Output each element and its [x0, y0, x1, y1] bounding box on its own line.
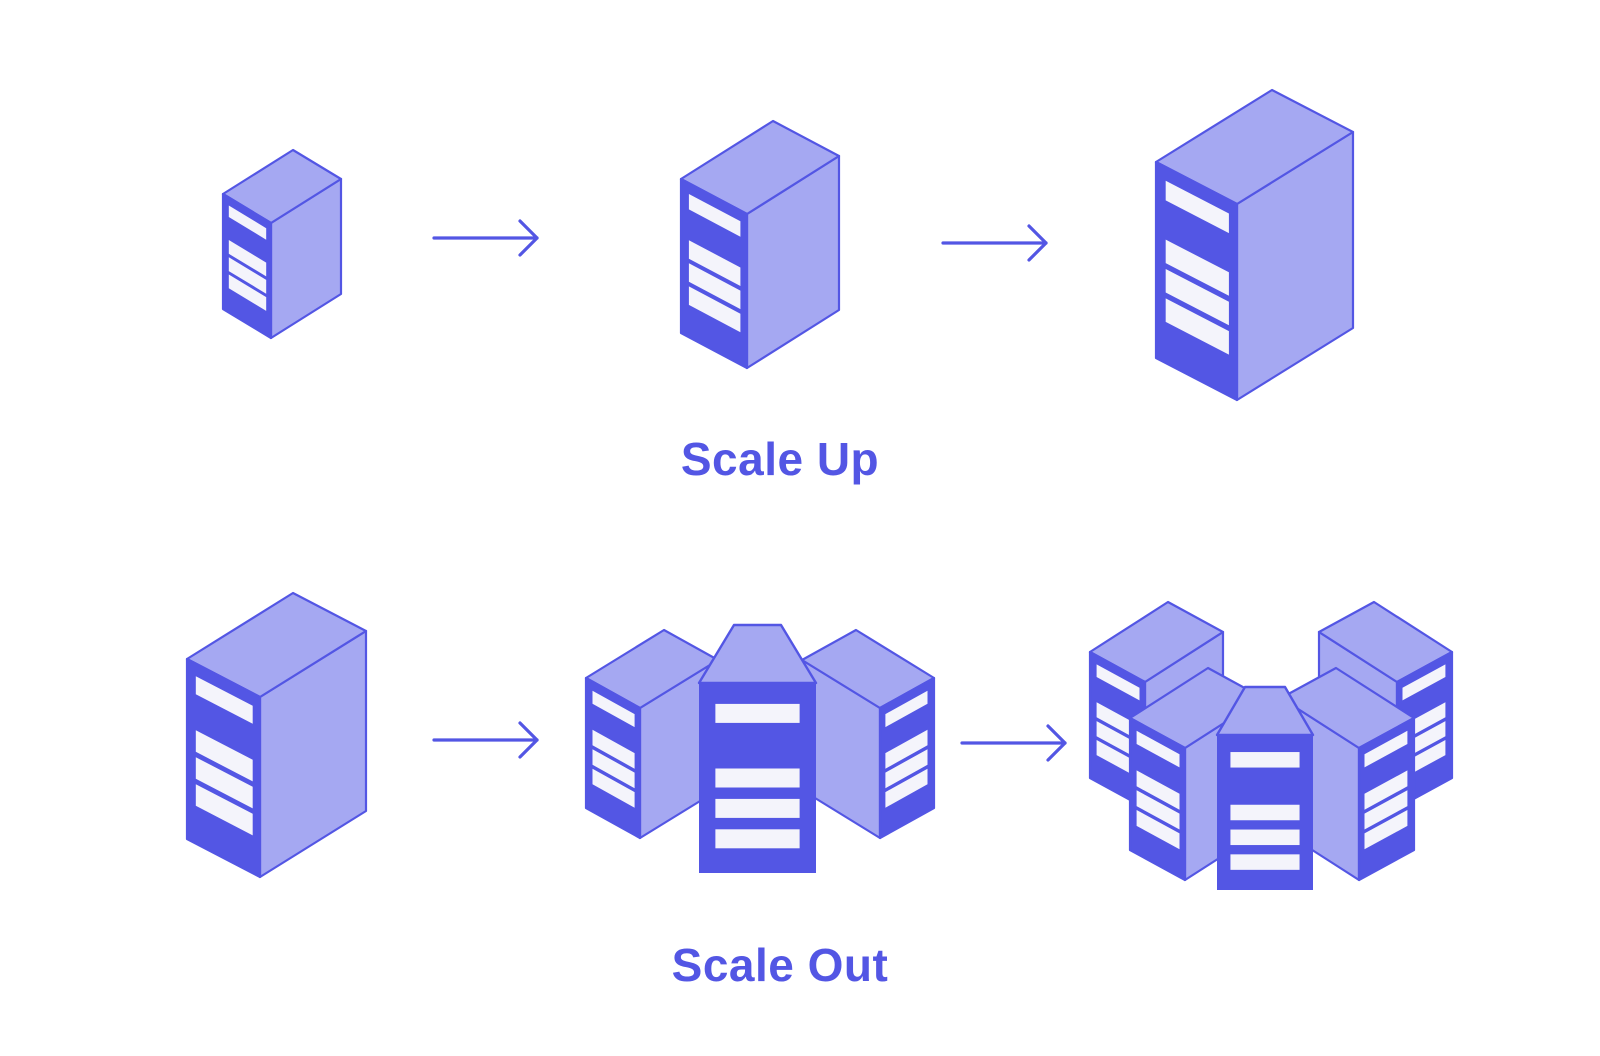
scale-up-label: Scale Up [680, 433, 880, 485]
single-server-icon [185, 591, 368, 879]
arrow-right-icon [960, 724, 1067, 762]
large-server-icon [1154, 88, 1355, 402]
arrow-right-icon [432, 721, 539, 759]
cluster5-center-server-icon [1215, 685, 1315, 890]
scale-out-label: Scale Out [671, 939, 889, 991]
cluster3-left-server-icon [584, 628, 720, 840]
arrow-right-icon [432, 219, 539, 257]
servers-layer [185, 88, 1454, 890]
cluster3-center-server-icon [697, 623, 818, 873]
medium-server-icon [679, 119, 841, 370]
cluster3-right-server-icon [800, 628, 936, 840]
small-server-icon [221, 148, 343, 340]
arrows-layer [432, 219, 1067, 762]
arrow-right-icon [941, 224, 1048, 262]
